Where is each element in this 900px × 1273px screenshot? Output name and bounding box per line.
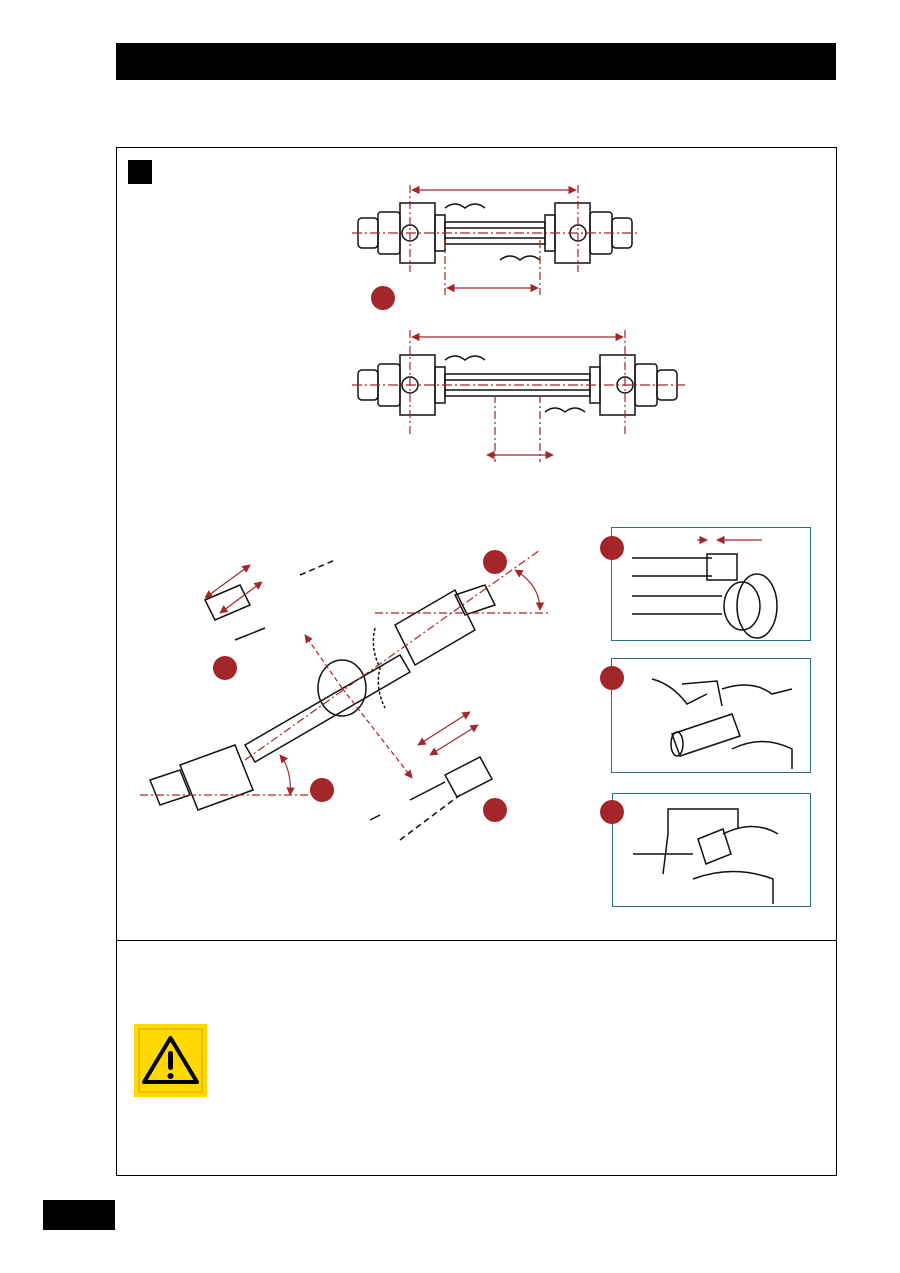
callout-marker xyxy=(310,778,334,802)
section-divider xyxy=(116,940,836,941)
callout-marker xyxy=(483,798,507,822)
photo-panel-saw xyxy=(612,793,811,907)
warning-triangle-icon xyxy=(138,1028,203,1093)
page-number-box xyxy=(43,1200,115,1230)
callout-marker xyxy=(371,286,395,310)
warning-sign xyxy=(134,1024,207,1097)
tube-measure-illustration xyxy=(632,535,778,639)
figure-frame xyxy=(116,147,837,1176)
photo-panel-file xyxy=(611,658,811,773)
tube-filing-illustration xyxy=(651,678,793,769)
dimension-lines-isometric xyxy=(140,549,548,796)
callout-marker xyxy=(483,550,507,574)
dimension-lines-retracted xyxy=(352,185,640,295)
callout-marker xyxy=(213,656,237,680)
photo-panel-measure xyxy=(611,527,811,641)
shaft-isometric xyxy=(149,559,497,841)
header-bar xyxy=(116,43,836,80)
dimension-lines-extended xyxy=(352,330,685,462)
callout-markers xyxy=(213,286,507,822)
section-marker xyxy=(128,160,152,184)
tube-sawing-illustration xyxy=(633,808,779,904)
